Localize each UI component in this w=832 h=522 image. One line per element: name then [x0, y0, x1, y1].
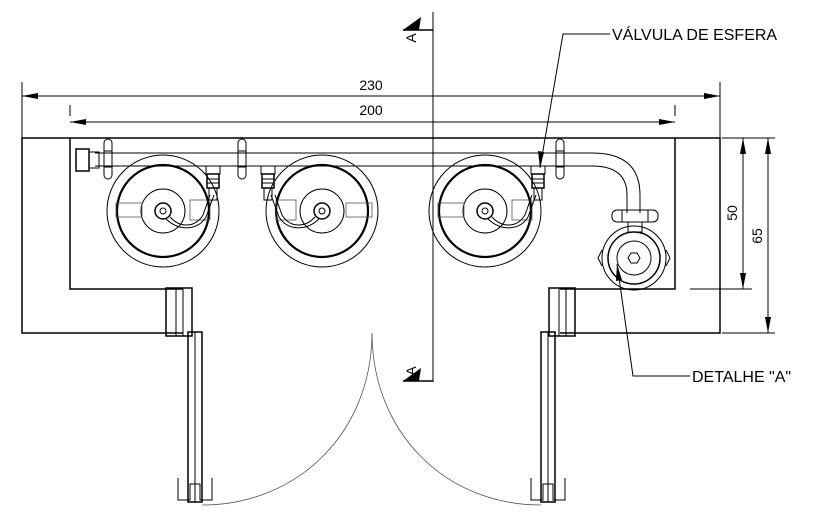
- supply-pipe: [75, 148, 641, 213]
- section-a-top-label: A: [403, 33, 419, 43]
- ball-valves: [205, 165, 546, 201]
- pipe-clamps: [103, 138, 565, 180]
- dimension-inner-width: 200: [69, 102, 676, 125]
- hose-reel-2: [265, 154, 379, 268]
- detail-a-fitting: [597, 209, 671, 291]
- detail-a-callout: DETALHE "A": [616, 263, 791, 386]
- cabinet-outline: [21, 137, 721, 334]
- dimension-50-label: 50: [724, 205, 740, 221]
- dimension-overall-width: 230: [21, 77, 721, 138]
- section-a-bottom-label: A: [403, 366, 419, 376]
- left-door: [165, 287, 373, 506]
- hose-reel-3: [428, 154, 542, 268]
- section-line-a: A A: [403, 12, 434, 382]
- dimension-depths: 50 65: [690, 137, 775, 334]
- valve-callout: VÁLVULA DE ESFERA: [538, 25, 777, 169]
- dimension-200-label: 200: [359, 102, 383, 118]
- hose-reel-1: [106, 154, 220, 268]
- valve-label: VÁLVULA DE ESFERA: [612, 25, 777, 44]
- dimension-230-label: 230: [359, 77, 383, 93]
- dimension-65-label: 65: [749, 228, 765, 244]
- detail-a-label: DETALHE "A": [692, 369, 791, 386]
- right-door: [371, 287, 576, 506]
